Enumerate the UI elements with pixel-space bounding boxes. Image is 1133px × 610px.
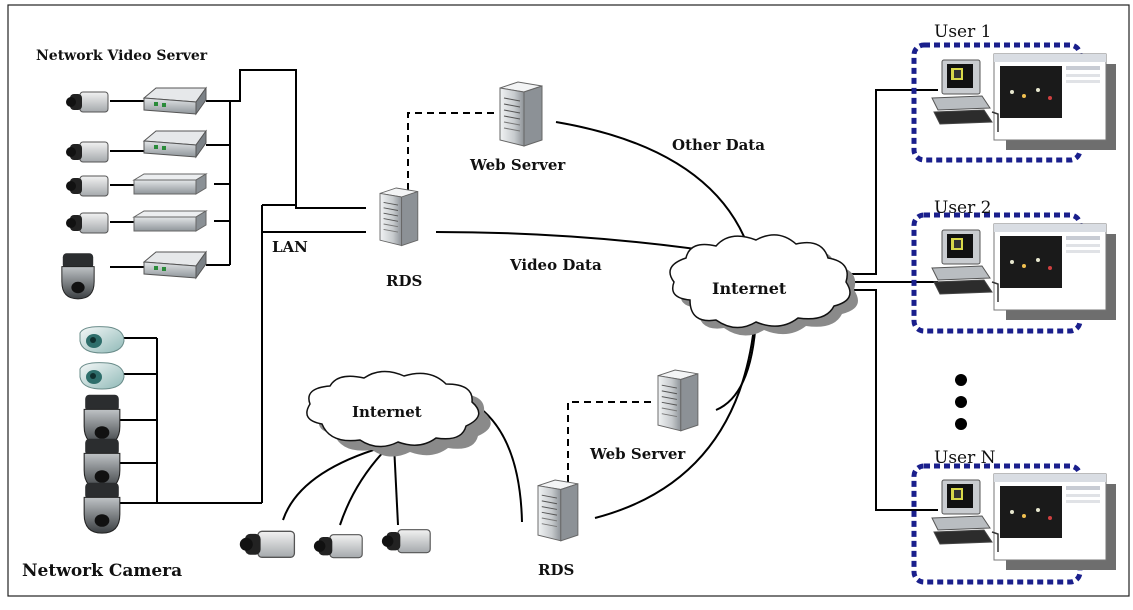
internet-label-main: Internet xyxy=(712,279,787,298)
user-n-panel xyxy=(911,463,1117,585)
user-2-panel xyxy=(911,212,1117,334)
video-server-icon xyxy=(143,87,207,115)
network-camera-label: Network Camera xyxy=(22,561,182,581)
internet-label-small: Internet xyxy=(352,403,422,421)
rds-server-icon xyxy=(537,479,579,542)
dome-camera-icon xyxy=(83,394,121,446)
box-camera-icon xyxy=(313,534,363,559)
video-server-icon xyxy=(133,210,207,232)
user-1-label: User 1 xyxy=(934,22,991,42)
user-computer-icon xyxy=(931,473,1117,571)
box-camera-icon xyxy=(65,212,109,234)
box-camera-icon xyxy=(65,175,109,197)
lan-label: LAN xyxy=(272,238,308,256)
video-server-icon xyxy=(143,251,207,279)
other-data-label: Other Data xyxy=(672,136,765,154)
web-server-label-bottom: Web Server xyxy=(589,445,686,463)
user-computer-icon xyxy=(931,53,1117,151)
frame-border xyxy=(7,4,1130,597)
network-video-server-label: Network Video Server xyxy=(36,48,208,64)
box-camera-icon xyxy=(65,91,109,113)
video-server-icon xyxy=(143,130,207,158)
network-camera-group xyxy=(79,326,125,534)
box-camera-icon xyxy=(381,529,431,554)
network-camera-icon xyxy=(79,362,125,390)
dome-camera-icon xyxy=(83,482,121,534)
web-server-icon xyxy=(657,369,699,432)
user-n-label: User N xyxy=(934,448,996,468)
user-2-label: User 2 xyxy=(934,198,991,218)
dome-camera-icon xyxy=(61,252,95,300)
internet-cloud-small xyxy=(306,370,491,457)
rds-label-bottom: RDS xyxy=(538,561,574,579)
rds-label-top: RDS xyxy=(386,272,422,290)
dome-camera-icon xyxy=(83,438,121,490)
user-computer-icon xyxy=(931,223,1117,321)
user-1-panel xyxy=(911,42,1117,163)
web-server-label-top: Web Server xyxy=(469,156,566,174)
web-server-icon xyxy=(499,81,543,147)
internet-cloud-main xyxy=(669,234,858,336)
ellipsis-dots xyxy=(955,374,967,430)
connection-lines xyxy=(110,69,938,526)
box-camera-icon xyxy=(65,141,109,163)
rds-server-icon xyxy=(379,187,419,247)
remote-camera-group xyxy=(239,529,431,559)
network-camera-icon xyxy=(79,326,125,354)
video-server-icon xyxy=(133,173,207,195)
video-data-label: Video Data xyxy=(509,256,602,274)
box-camera-icon xyxy=(239,530,296,558)
